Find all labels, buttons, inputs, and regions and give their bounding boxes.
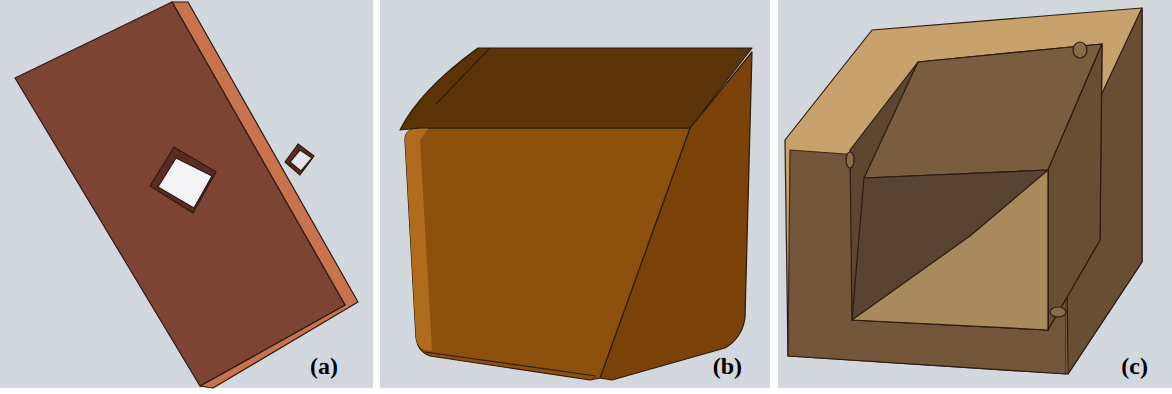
panel-label: (a) <box>310 354 338 378</box>
panel-label: (b) <box>713 354 742 378</box>
panel-background <box>778 0 1172 388</box>
hollow-box <box>785 8 1142 374</box>
plate-part <box>15 2 358 388</box>
panel-label: (c) <box>1121 354 1148 378</box>
panel-background <box>0 0 373 388</box>
rounded-cube <box>400 48 752 380</box>
panel-background <box>380 0 770 388</box>
